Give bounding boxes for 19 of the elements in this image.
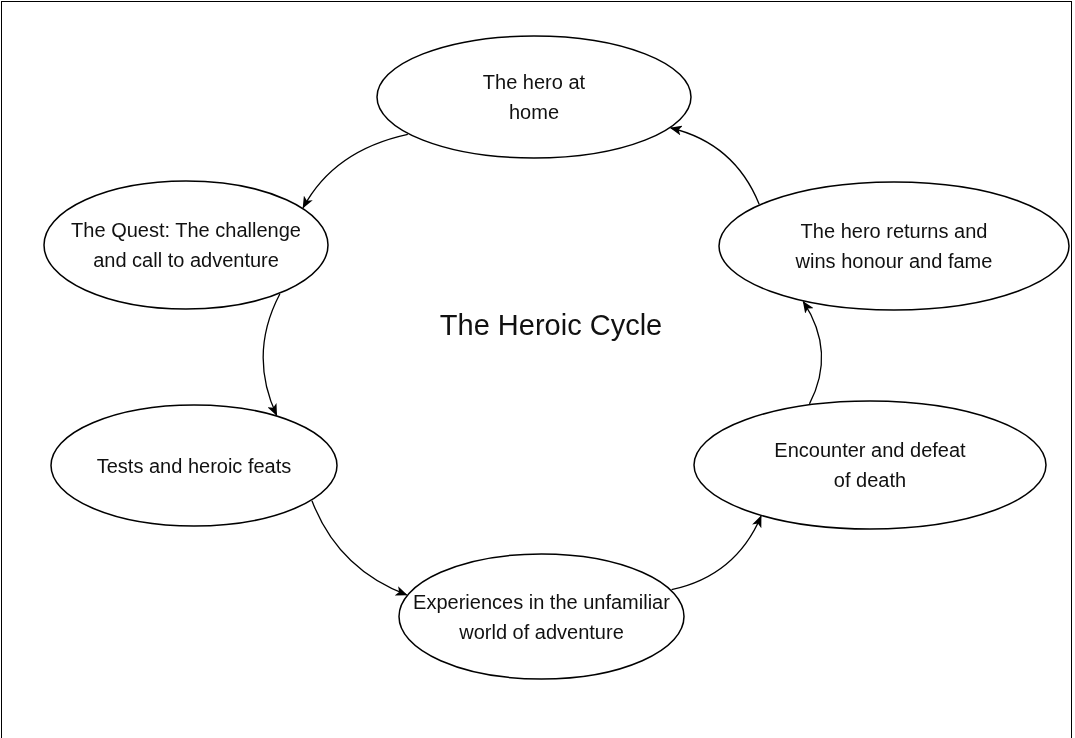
ellipse-node [50,404,338,527]
curved-arrow [311,500,408,596]
curved-arrow [302,133,409,209]
node-label: Experiences in the unfamiliar world of adventure [412,589,671,645]
node-label: Encounter and defeat of death [773,438,967,493]
ellipse-node [376,35,692,159]
ellipse-node [43,180,329,310]
ellipse-node [693,400,1047,530]
curved-arrow [802,300,823,405]
node-label: The hero returns and wins honour and fame [794,219,994,274]
curved-arrow [262,293,281,417]
node-label: The hero at home [481,70,587,125]
curved-arrow [669,126,760,205]
curved-arrow [670,515,762,591]
ellipse-node [398,553,685,680]
node-label: Tests and heroic feats [95,453,293,479]
ellipse-node [718,181,1070,311]
diagram-title: The Heroic Cycle [438,308,664,343]
node-label: The Quest: The challenge and call to adventure [70,218,302,273]
